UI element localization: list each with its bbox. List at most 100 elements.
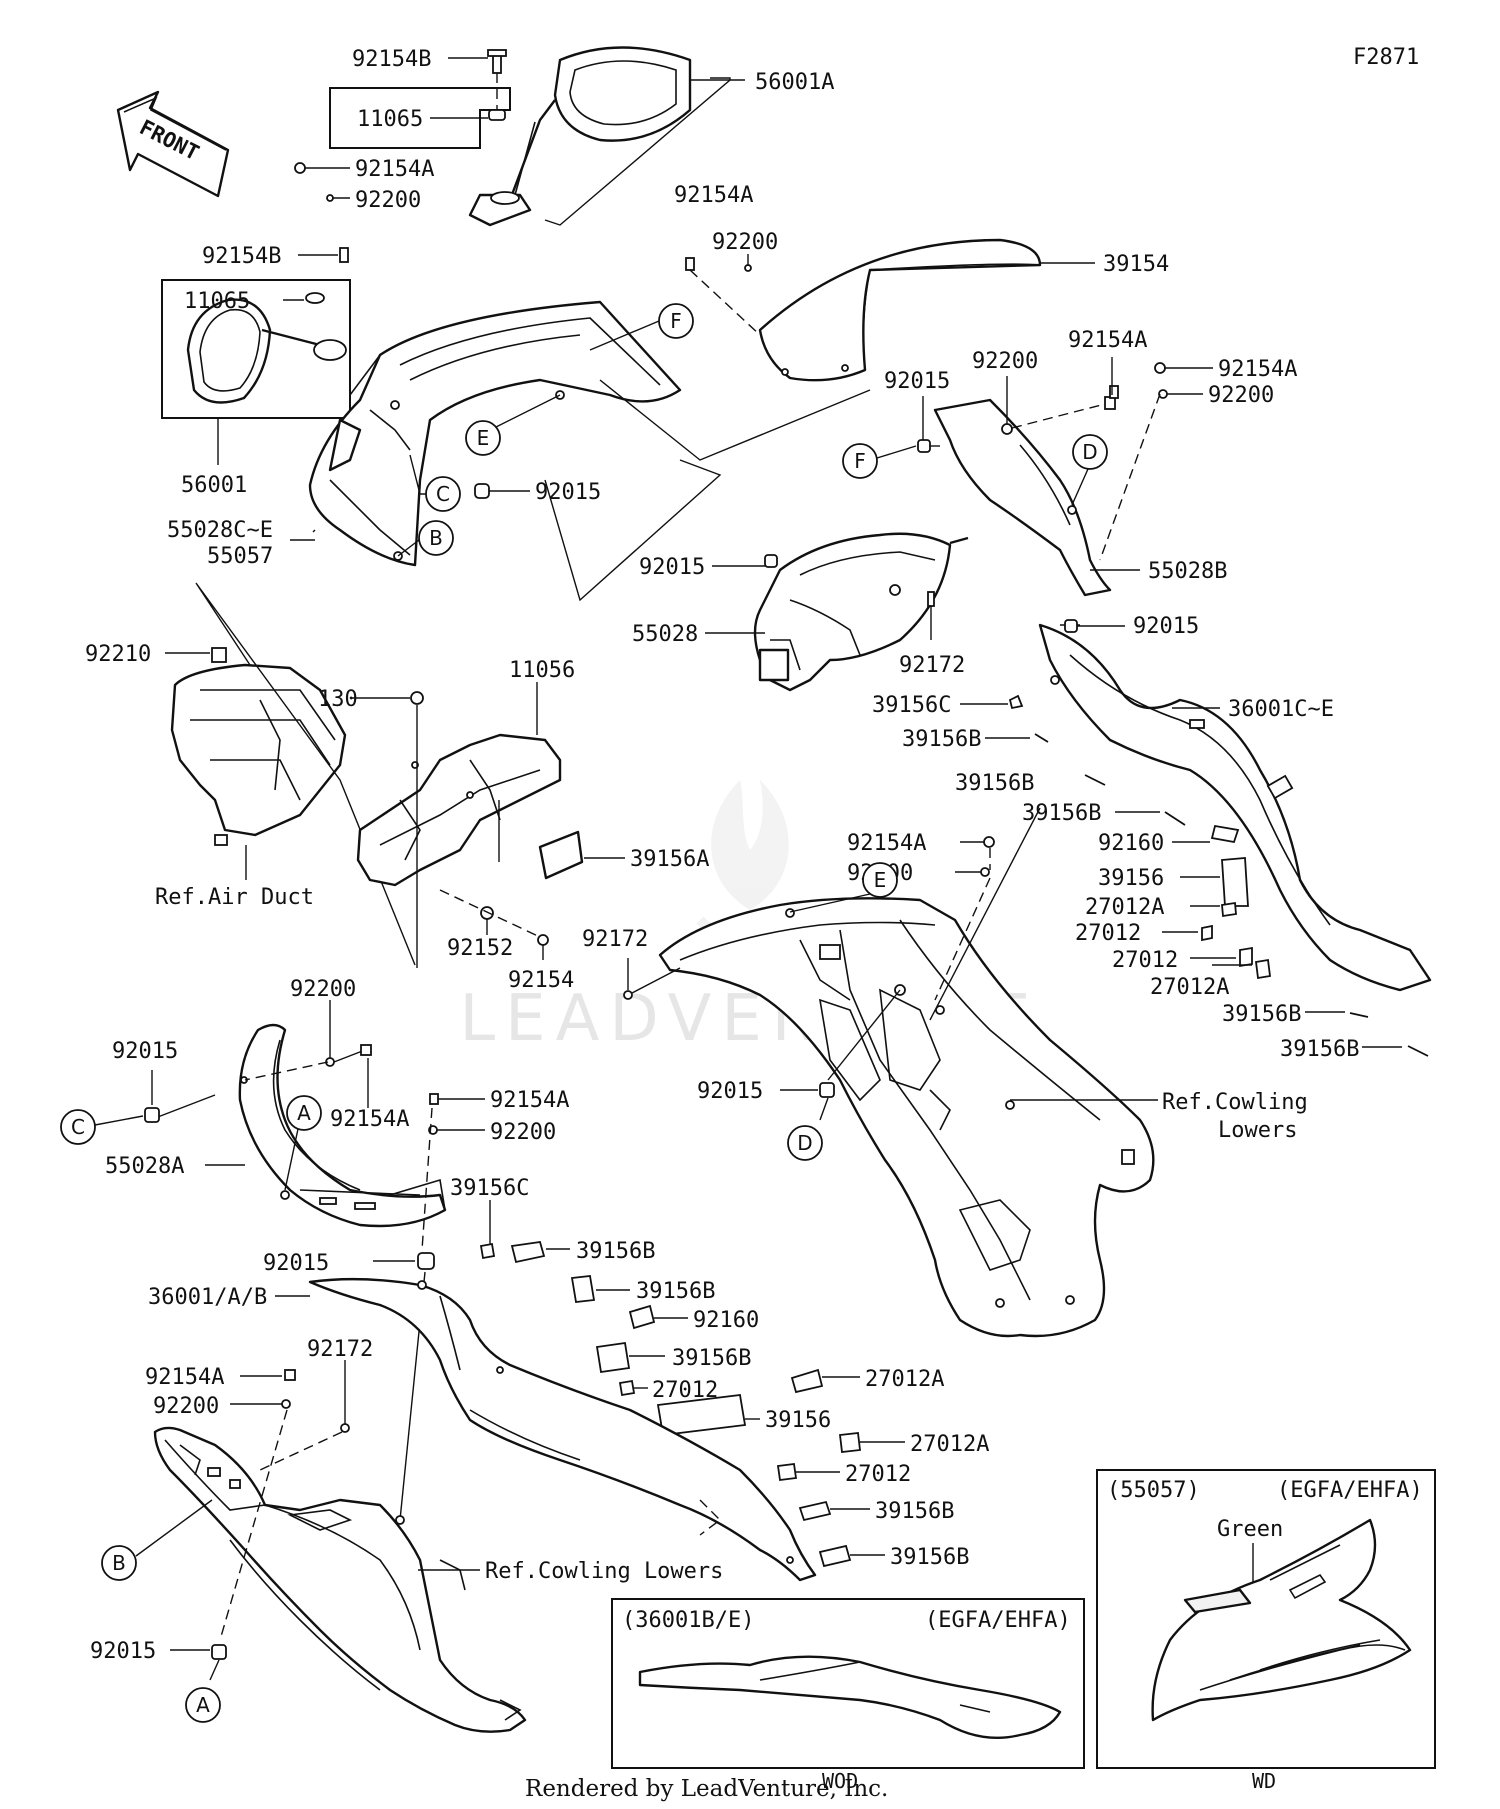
label-92154a-lower: 92154A	[145, 1365, 224, 1390]
label-39156b-mid-4: 39156B	[875, 1499, 954, 1524]
label-92154a-right-2: 92154A	[1218, 357, 1297, 382]
hardware-right-upper	[917, 362, 1168, 561]
svg-text:A: A	[196, 1693, 210, 1717]
callout-a-lower: A	[185, 1687, 221, 1723]
label-27012-right-1: 27012	[1075, 921, 1141, 946]
label-39156b-right-4: 39156B	[1222, 1002, 1301, 1027]
label-92154a-right-1: 92154A	[1068, 328, 1147, 353]
svg-text:D: D	[1082, 440, 1097, 464]
callout-c-left: C	[60, 1109, 96, 1145]
svg-text:F: F	[670, 309, 682, 333]
label-92154a-upper-left: 92154A	[355, 157, 434, 182]
label-55028: 55028	[632, 622, 698, 647]
inset-36001be-variant: (EGFA/EHFA)	[925, 1608, 1071, 1633]
label-92200-left-mid: 92200	[290, 977, 356, 1002]
callout-d-center: D	[787, 1125, 823, 1161]
label-92154a-screen: 92154A	[674, 183, 753, 208]
label-92152: 92152	[447, 936, 513, 961]
mirror-56001	[161, 247, 351, 419]
label-39154: 39154	[1103, 252, 1169, 277]
inset-55057-part: (55057)	[1107, 1478, 1200, 1503]
label-39156-mid: 39156	[765, 1408, 831, 1433]
label-56001a: 56001A	[755, 70, 834, 95]
svg-text:F: F	[854, 449, 866, 473]
label-92200-screen: 92200	[712, 230, 778, 255]
label-92015-left-c: 92015	[112, 1039, 178, 1064]
label-92154: 92154	[508, 968, 574, 993]
label-92154a-left-mid: 92154A	[330, 1107, 409, 1132]
grommet-92015-upper	[474, 483, 530, 499]
callout-f-right: F	[842, 443, 878, 479]
side-panel-36001	[308, 1277, 817, 1582]
label-92015-duct: 92015	[639, 555, 705, 580]
label-39156b-right-2: 39156B	[955, 771, 1034, 796]
inset-36001be-part: (36001B/E)	[622, 1608, 754, 1633]
label-92015-panel: 92015	[1133, 614, 1199, 639]
label-92015-mid: 92015	[263, 1251, 329, 1276]
screw-92154	[439, 889, 549, 960]
label-27012-right-2: 27012	[1112, 948, 1178, 973]
label-39156-right: 39156	[1098, 866, 1164, 891]
label-92154a-center: 92154A	[847, 831, 926, 856]
footer-rendered-by: Rendered by LeadVenture, Inc.	[525, 1776, 888, 1802]
label-27012a-mid-2: 27012A	[910, 1432, 989, 1457]
inset-55057-note: Green	[1217, 1517, 1283, 1542]
label-55028b: 55028B	[1148, 559, 1227, 584]
label-92172-lower: 92172	[307, 1337, 373, 1362]
mirror-56001a	[329, 46, 731, 227]
callout-e-center: E	[862, 862, 898, 898]
screw-92152	[480, 906, 494, 935]
label-39156b-mid-3: 39156B	[672, 1346, 751, 1371]
svg-text:E: E	[874, 868, 887, 892]
svg-text:B: B	[112, 1551, 126, 1575]
inset-55057: (55057) (EGFA/EHFA) Green	[1096, 1469, 1436, 1769]
label-92200-right-2: 92200	[1208, 383, 1274, 408]
label-92160-right: 92160	[1098, 831, 1164, 856]
label-39156b-mid-5: 39156B	[890, 1545, 969, 1570]
label-39156c-mid: 39156C	[450, 1176, 529, 1201]
label-92172-duct: 92172	[899, 653, 965, 678]
label-92210: 92210	[85, 642, 151, 667]
bolt-92154a-screen	[685, 254, 761, 336]
label-92015-lower: 92015	[90, 1639, 156, 1664]
figure-code: F2871	[1353, 45, 1419, 70]
label-92015-upper: 92015	[535, 480, 601, 505]
label-ref-cowling-center: Ref.Cowling	[1162, 1090, 1308, 1115]
grommet-92015-center	[780, 989, 901, 1121]
label-92160-mid: 92160	[693, 1308, 759, 1333]
label-27012a-right-1: 27012A	[1085, 895, 1164, 920]
label-39156b-mid-1: 39156B	[576, 1239, 655, 1264]
svg-text:C: C	[436, 482, 450, 506]
label-27012-mid-1: 27012	[652, 1378, 718, 1403]
svg-text:E: E	[477, 426, 490, 450]
label-39156c-right: 39156C	[872, 693, 951, 718]
inset-55057-caption: WD	[1252, 1769, 1276, 1793]
side-panel-36001c-e	[1038, 623, 1432, 992]
label-92015-center: 92015	[697, 1079, 763, 1104]
inset-55057-variant: (EGFA/EHFA)	[1277, 1478, 1423, 1503]
label-92154b-top: 92154B	[352, 47, 431, 72]
side-cowl-55028a	[238, 1023, 447, 1228]
inset-36001be-caption: WOD	[822, 1769, 858, 1793]
label-92200-mid: 92200	[490, 1120, 556, 1145]
label-56001: 56001	[181, 473, 247, 498]
bolt-92154a-upper-left	[294, 162, 350, 202]
label-39156b-right-3: 39156B	[1022, 801, 1101, 826]
front-direction-arrow-icon: FRONT	[116, 90, 230, 198]
label-ref-cowling-lowers: Ref.Cowling Lowers	[485, 1559, 723, 1584]
callout-a-mid: A	[286, 1095, 322, 1131]
windscreen-39154	[758, 238, 1042, 382]
svg-text:A: A	[297, 1101, 311, 1125]
label-39156b-right-5: 39156B	[1280, 1037, 1359, 1062]
svg-text:D: D	[797, 1131, 812, 1155]
decals-center	[479, 1200, 905, 1568]
label-55057: 55057	[207, 544, 273, 569]
label-ref-air-duct: Ref.Air Duct	[155, 885, 314, 910]
label-27012a-right-2: 27012A	[1150, 975, 1229, 1000]
label-92172-center: 92172	[582, 927, 648, 952]
label-92200-lower: 92200	[153, 1394, 219, 1419]
lower-cowling-ref	[153, 1426, 527, 1733]
duct-55028	[753, 532, 969, 692]
callout-f-top: F	[658, 303, 694, 339]
